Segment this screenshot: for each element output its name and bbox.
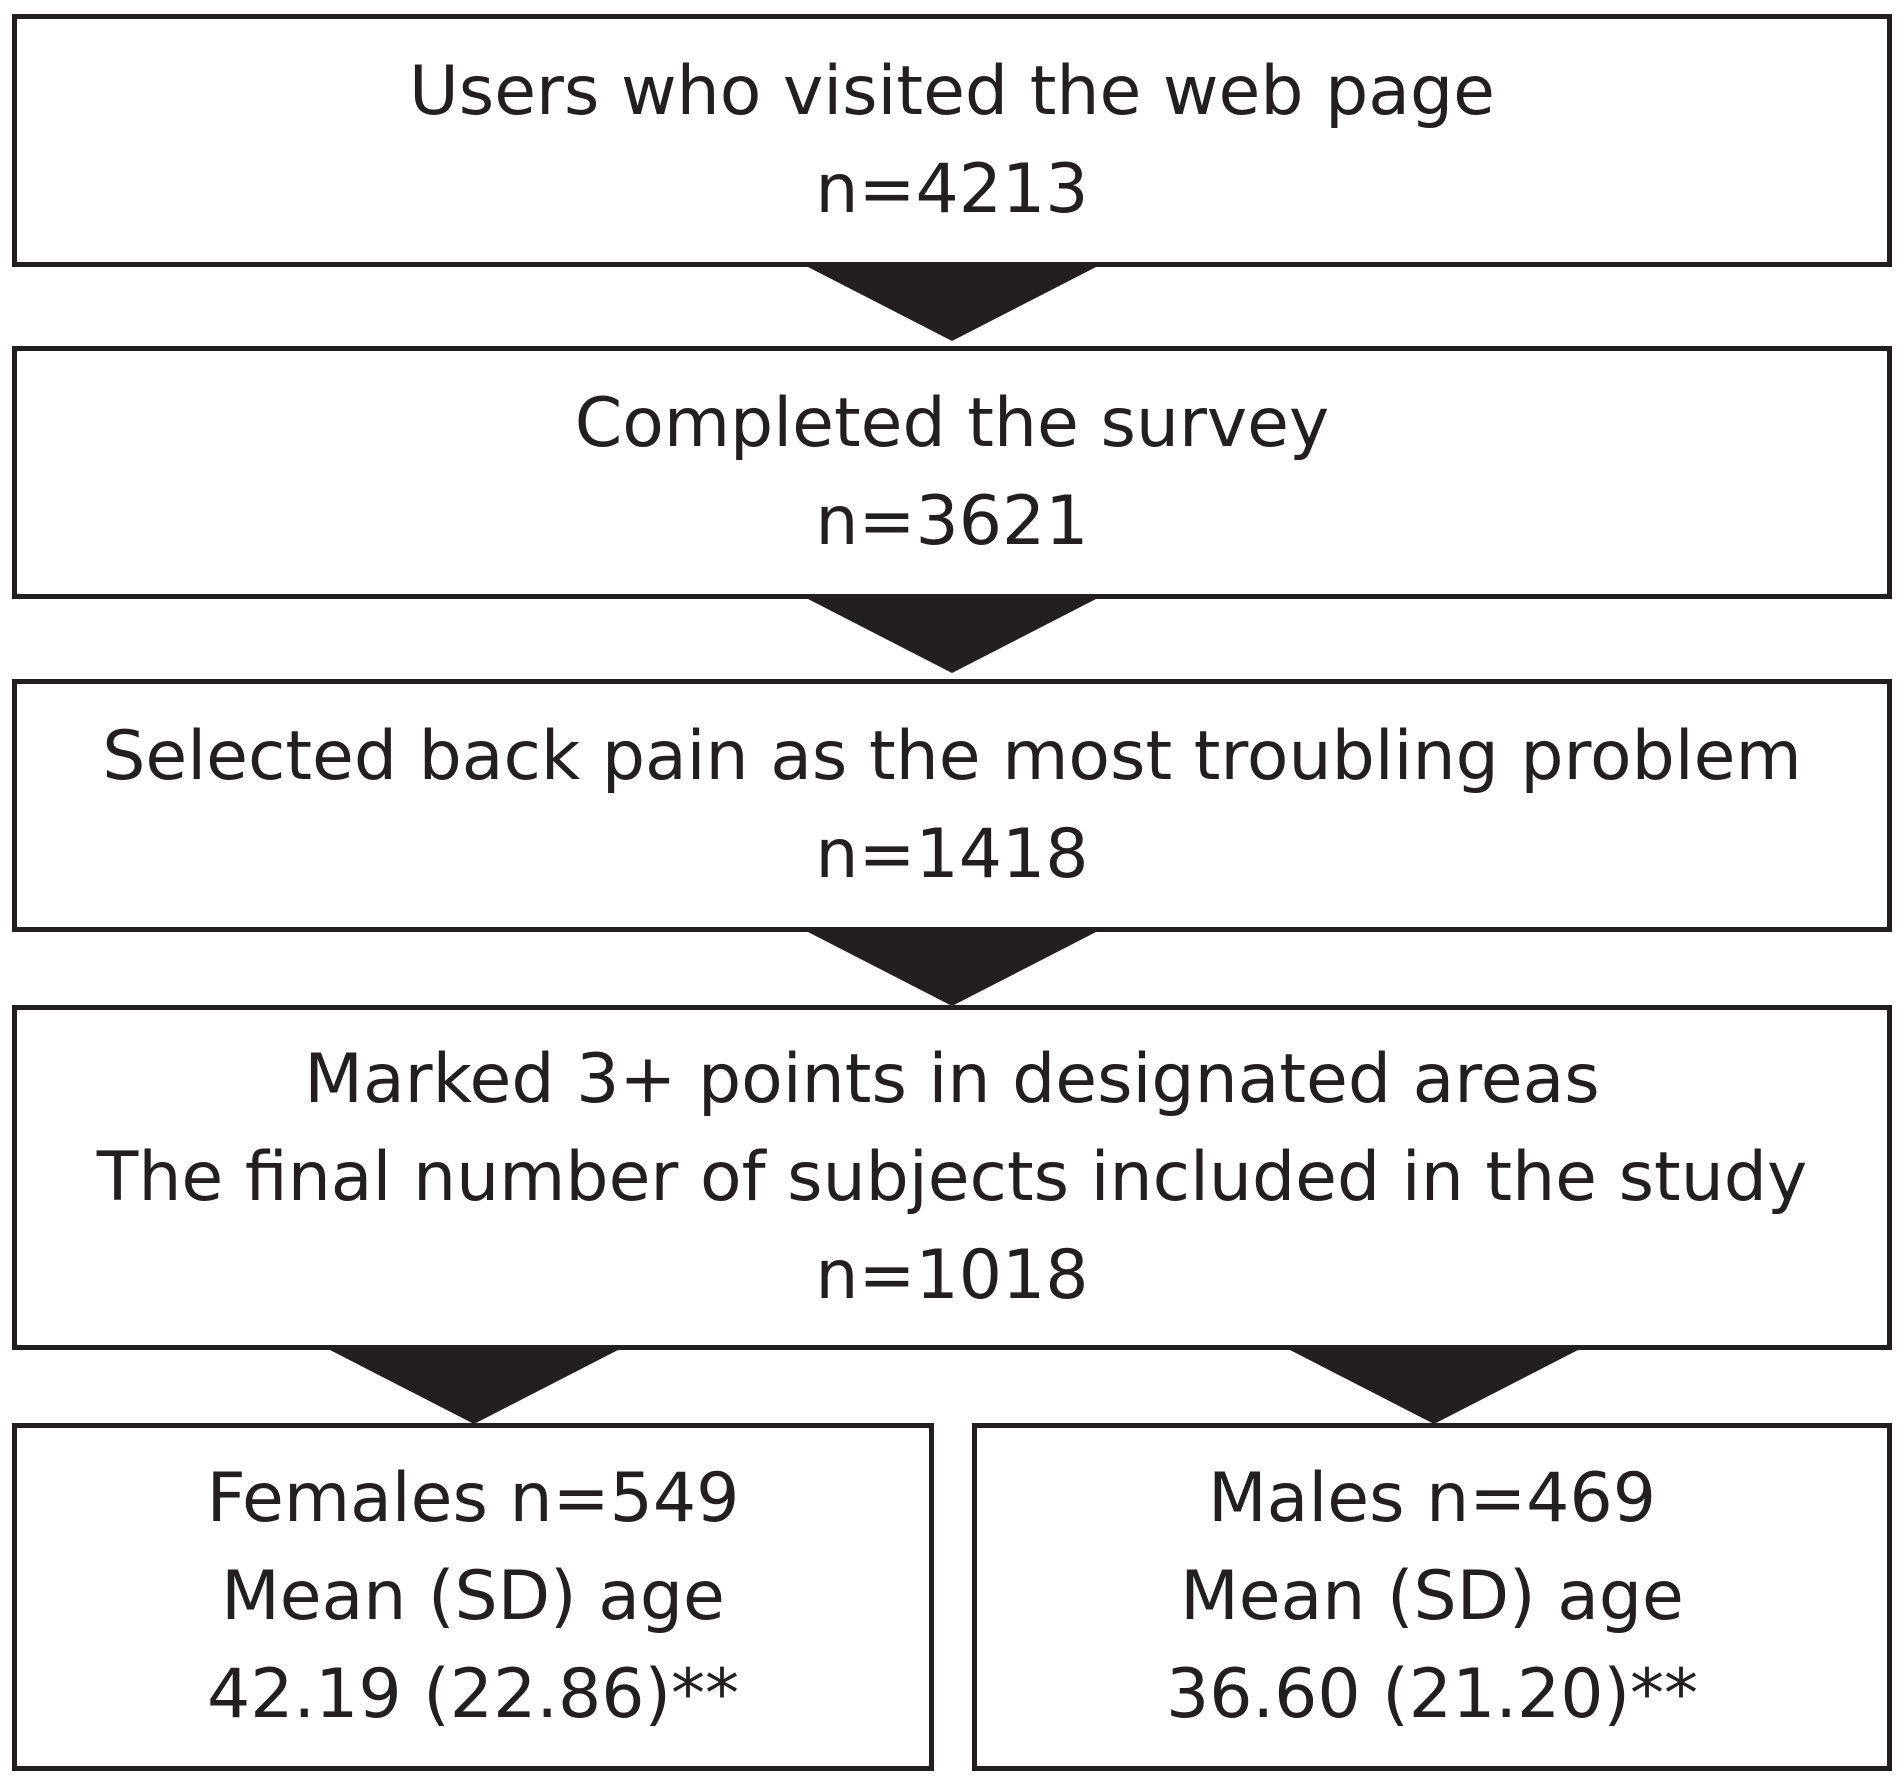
males-box: Males n=469 Mean (SD) age 36.60 (21.20)*… [972, 1423, 1892, 1771]
step-back-pain-count: n=1418 [815, 814, 1089, 894]
arrow-down-males [1290, 1350, 1578, 1424]
step-final-label: Marked 3+ points in designated areas [304, 1039, 1600, 1119]
step-visited-label: Users who visited the web page [409, 51, 1495, 131]
step-visited-count: n=4213 [815, 149, 1089, 229]
step-final-box: Marked 3+ points in designated areas The… [12, 1005, 1892, 1350]
step-back-pain-box: Selected back pain as the most troubling… [12, 679, 1892, 932]
arrow-down-1 [808, 267, 1096, 341]
step-visited-box: Users who visited the web page n=4213 [12, 14, 1892, 267]
females-box: Females n=549 Mean (SD) age 42.19 (22.86… [12, 1423, 934, 1771]
step-back-pain-label: Selected back pain as the most troubling… [102, 716, 1802, 796]
arrow-down-3 [808, 932, 1096, 1006]
step-final-sublabel: The final number of subjects included in… [96, 1137, 1808, 1217]
arrow-down-2 [808, 599, 1096, 673]
step-final-count: n=1018 [815, 1235, 1089, 1315]
males-age-value: 36.60 (21.20)** [1165, 1655, 1698, 1734]
step-completed-box: Completed the survey n=3621 [12, 346, 1892, 599]
females-age-label: Mean (SD) age [221, 1557, 725, 1636]
males-count: Males n=469 [1208, 1459, 1656, 1538]
females-count: Females n=549 [206, 1459, 740, 1538]
females-age-value: 42.19 (22.86)** [206, 1655, 739, 1734]
males-age-label: Mean (SD) age [1180, 1557, 1684, 1636]
step-completed-label: Completed the survey [574, 383, 1330, 463]
arrow-down-females [330, 1350, 618, 1424]
step-completed-count: n=3621 [815, 481, 1089, 561]
